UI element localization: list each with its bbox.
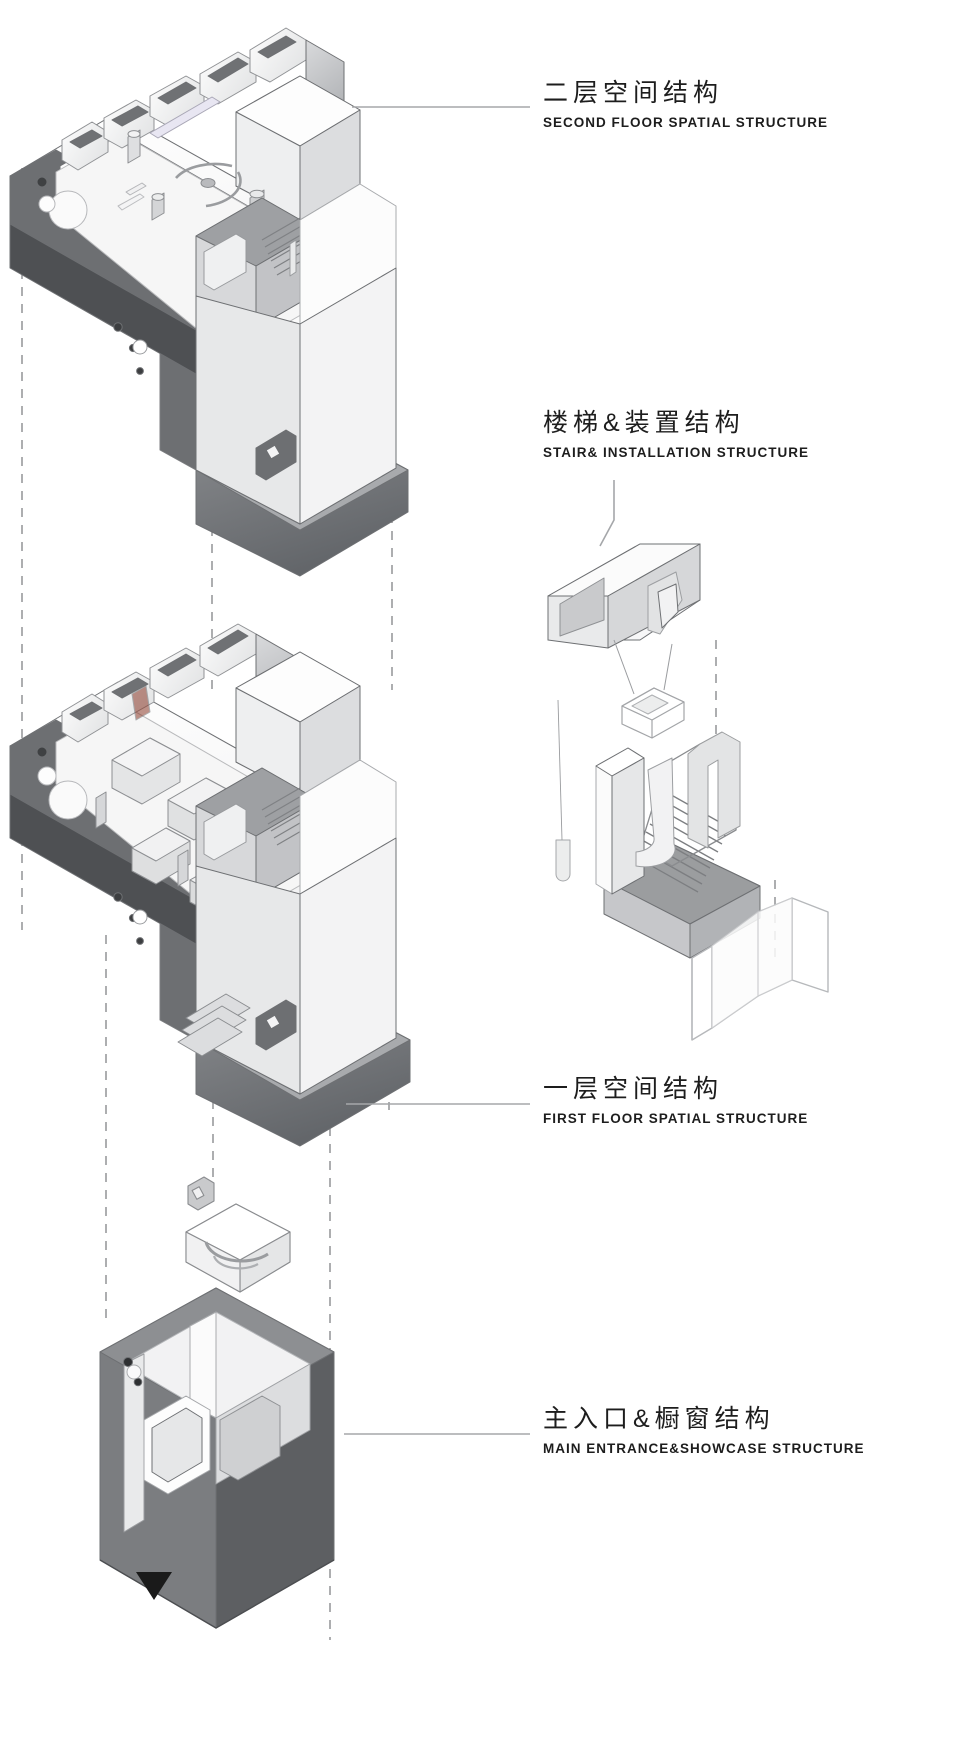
label-main-entrance: 主入口&橱窗结构 MAIN ENTRANCE&SHOWCASE STRUCTUR… bbox=[543, 1404, 865, 1456]
north-arrow-marker bbox=[136, 1572, 172, 1600]
label-second-floor: 二层空间结构 SECOND FLOOR SPATIAL STRUCTURE bbox=[543, 78, 828, 130]
label-stair-installation: 楼梯&装置结构 STAIR& INSTALLATION STRUCTURE bbox=[543, 408, 809, 460]
label-main-entrance-en: MAIN ENTRANCE&SHOWCASE STRUCTURE bbox=[543, 1441, 865, 1457]
main-entrance-model bbox=[99, 1287, 335, 1629]
first-floor-model bbox=[9, 623, 411, 1147]
second-floor-model bbox=[9, 27, 409, 577]
label-stair-installation-en: STAIR& INSTALLATION STRUCTURE bbox=[543, 445, 809, 461]
label-main-entrance-cn: 主入口&橱窗结构 bbox=[543, 1405, 775, 1433]
label-first-floor-cn: 一层空间结构 bbox=[543, 1075, 724, 1103]
label-second-floor-cn: 二层空间结构 bbox=[543, 79, 724, 107]
label-second-floor-en: SECOND FLOOR SPATIAL STRUCTURE bbox=[543, 115, 829, 131]
entrance-canopy-model bbox=[185, 1176, 291, 1293]
label-stair-installation-cn: 楼梯&装置结构 bbox=[543, 409, 745, 437]
stair-installation-model bbox=[547, 480, 829, 1041]
label-first-floor: 一层空间结构 FIRST FLOOR SPATIAL STRUCTURE bbox=[543, 1074, 808, 1126]
label-first-floor-en: FIRST FLOOR SPATIAL STRUCTURE bbox=[543, 1111, 809, 1127]
